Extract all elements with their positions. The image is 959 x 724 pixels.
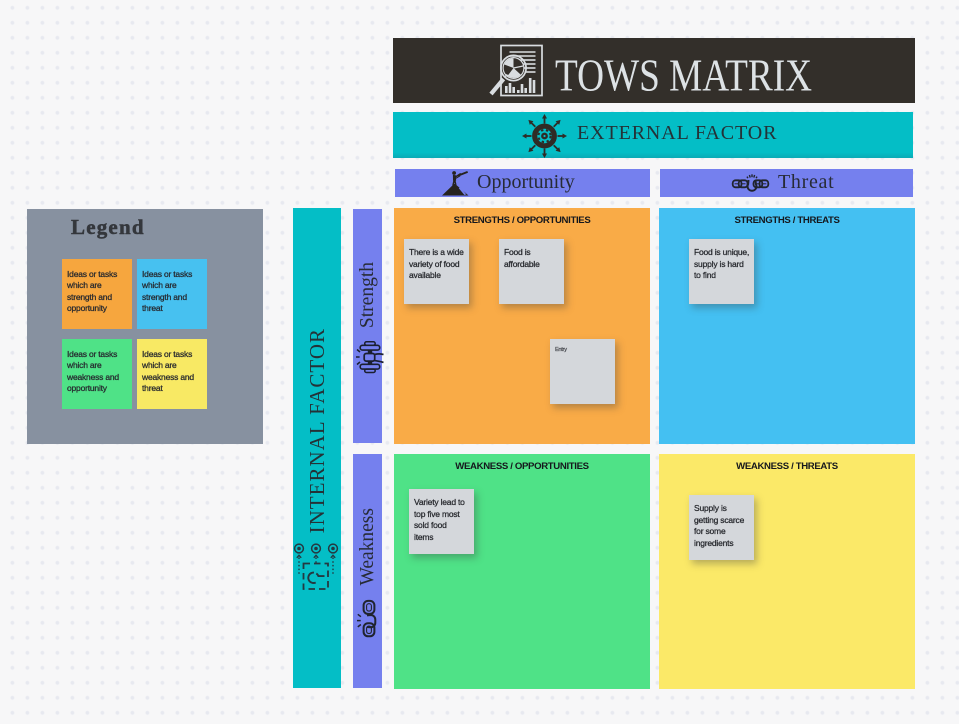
svg-text:TOWS MATRIX: TOWS MATRIX xyxy=(555,50,812,101)
